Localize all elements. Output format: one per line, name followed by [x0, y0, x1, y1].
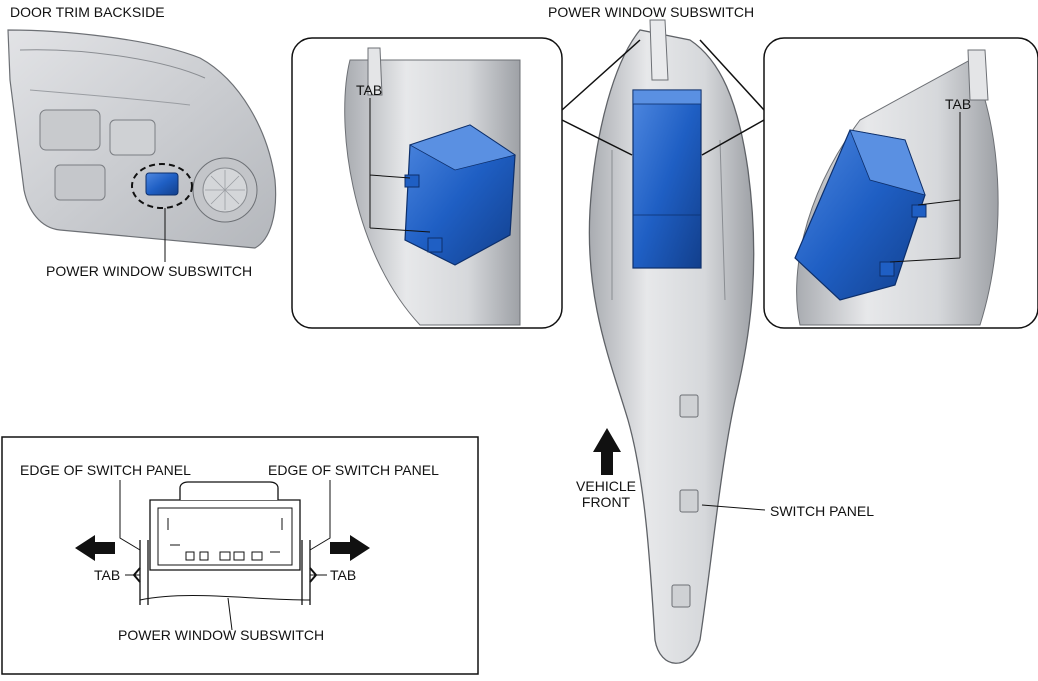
- right-callout-pointer: [699, 39, 765, 156]
- label-switch-panel: SWITCH PANEL: [770, 503, 874, 519]
- label-vehicle-front-line1: VEHICLE: [576, 478, 636, 494]
- left-callout-pointer: [561, 39, 641, 156]
- label-tab-left-detail: TAB: [356, 82, 383, 98]
- left-pull-arrow-icon: [75, 535, 115, 561]
- label-tab-right-detail: TAB: [945, 96, 972, 112]
- right-pull-arrow-icon: [330, 535, 370, 561]
- label-power-window-subswitch-top: POWER WINDOW SUBSWITCH: [548, 4, 755, 20]
- label-door-trim-backside: DOOR TRIM BACKSIDE: [10, 4, 165, 20]
- left-detail-callout: [291, 37, 563, 329]
- section-view: [1, 436, 479, 675]
- label-vehicle-front-line2: FRONT: [581, 494, 631, 510]
- switch-panel-illustration: [588, 19, 766, 664]
- label-vehicle-front: VEHICLE FRONT: [566, 478, 646, 510]
- label-tab-section-left: TAB: [94, 567, 121, 583]
- label-power-window-subswitch-section: POWER WINDOW SUBSWITCH: [118, 627, 325, 643]
- label-tab-section-right: TAB: [330, 567, 357, 583]
- label-edge-of-switch-panel-right: EDGE OF SWITCH PANEL: [268, 462, 439, 478]
- vehicle-front-arrow-icon: [593, 428, 621, 475]
- label-power-window-subswitch-door: POWER WINDOW SUBSWITCH: [46, 263, 253, 279]
- label-edge-of-switch-panel-left: EDGE OF SWITCH PANEL: [20, 462, 191, 478]
- right-detail-callout: [763, 37, 1038, 329]
- door-trim-illustration: [7, 29, 277, 262]
